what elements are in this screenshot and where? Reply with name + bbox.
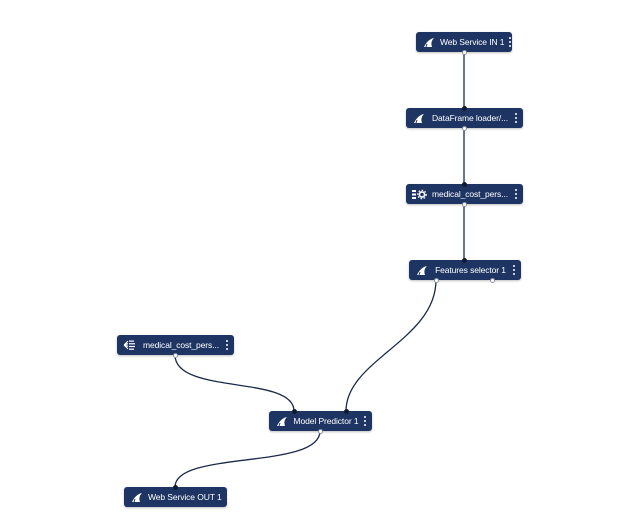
node-label: Features selector 1 <box>435 265 506 275</box>
node-features-selector[interactable]: Features selector 1 <box>409 260 521 280</box>
shark-fin-icon <box>414 263 430 277</box>
output-port[interactable] <box>461 201 467 207</box>
more-vertical-icon[interactable] <box>511 263 517 277</box>
output-port[interactable] <box>433 277 439 283</box>
output-port[interactable] <box>461 125 467 131</box>
node-medical-cost-model[interactable]: medical_cost_pers... <box>117 335 234 355</box>
input-port[interactable] <box>291 408 297 414</box>
model-fan-icon <box>122 338 138 352</box>
more-vertical-icon[interactable] <box>513 111 519 125</box>
node-web-service-out[interactable]: Web Service OUT 1 <box>124 487 229 507</box>
more-vertical-icon[interactable] <box>362 414 368 428</box>
input-port[interactable] <box>461 181 467 187</box>
output-port[interactable] <box>317 428 323 434</box>
node-medical-cost-dataset[interactable]: medical_cost_pers... <box>406 184 523 204</box>
node-label: Web Service IN 1 <box>440 37 505 47</box>
more-vertical-icon[interactable] <box>513 187 519 201</box>
node-label: medical_cost_pers... <box>143 340 219 350</box>
more-vertical-icon[interactable] <box>507 35 513 49</box>
shark-fin-icon <box>411 111 427 125</box>
shark-fin-icon <box>274 414 290 428</box>
node-label: DataFrame loader/... <box>432 113 508 123</box>
more-vertical-icon[interactable] <box>225 490 231 504</box>
shark-fin-icon <box>421 35 437 49</box>
output-port[interactable] <box>461 49 467 55</box>
node-web-service-in[interactable]: Web Service IN 1 <box>416 32 512 52</box>
more-vertical-icon[interactable] <box>224 338 230 352</box>
edge-predictor-to-ws-out <box>174 430 321 488</box>
node-model-predictor[interactable]: Model Predictor 1 <box>269 411 372 431</box>
edge-medical-cost-model-to-predictor <box>174 354 295 412</box>
input-port[interactable] <box>461 257 467 263</box>
node-dataframe-loader[interactable]: DataFrame loader/... <box>406 108 523 128</box>
edge-features-to-predictor <box>345 279 437 412</box>
input-port[interactable] <box>343 408 349 414</box>
node-label: Web Service OUT 1 <box>148 492 222 502</box>
node-label: Model Predictor 1 <box>293 416 359 426</box>
input-port[interactable] <box>461 105 467 111</box>
input-port[interactable] <box>172 484 178 490</box>
shark-fin-icon <box>129 490 145 504</box>
data-settings-icon <box>411 187 427 201</box>
node-label: medical_cost_pers... <box>432 189 508 199</box>
output-port[interactable] <box>172 352 178 358</box>
output-port[interactable] <box>489 277 495 283</box>
